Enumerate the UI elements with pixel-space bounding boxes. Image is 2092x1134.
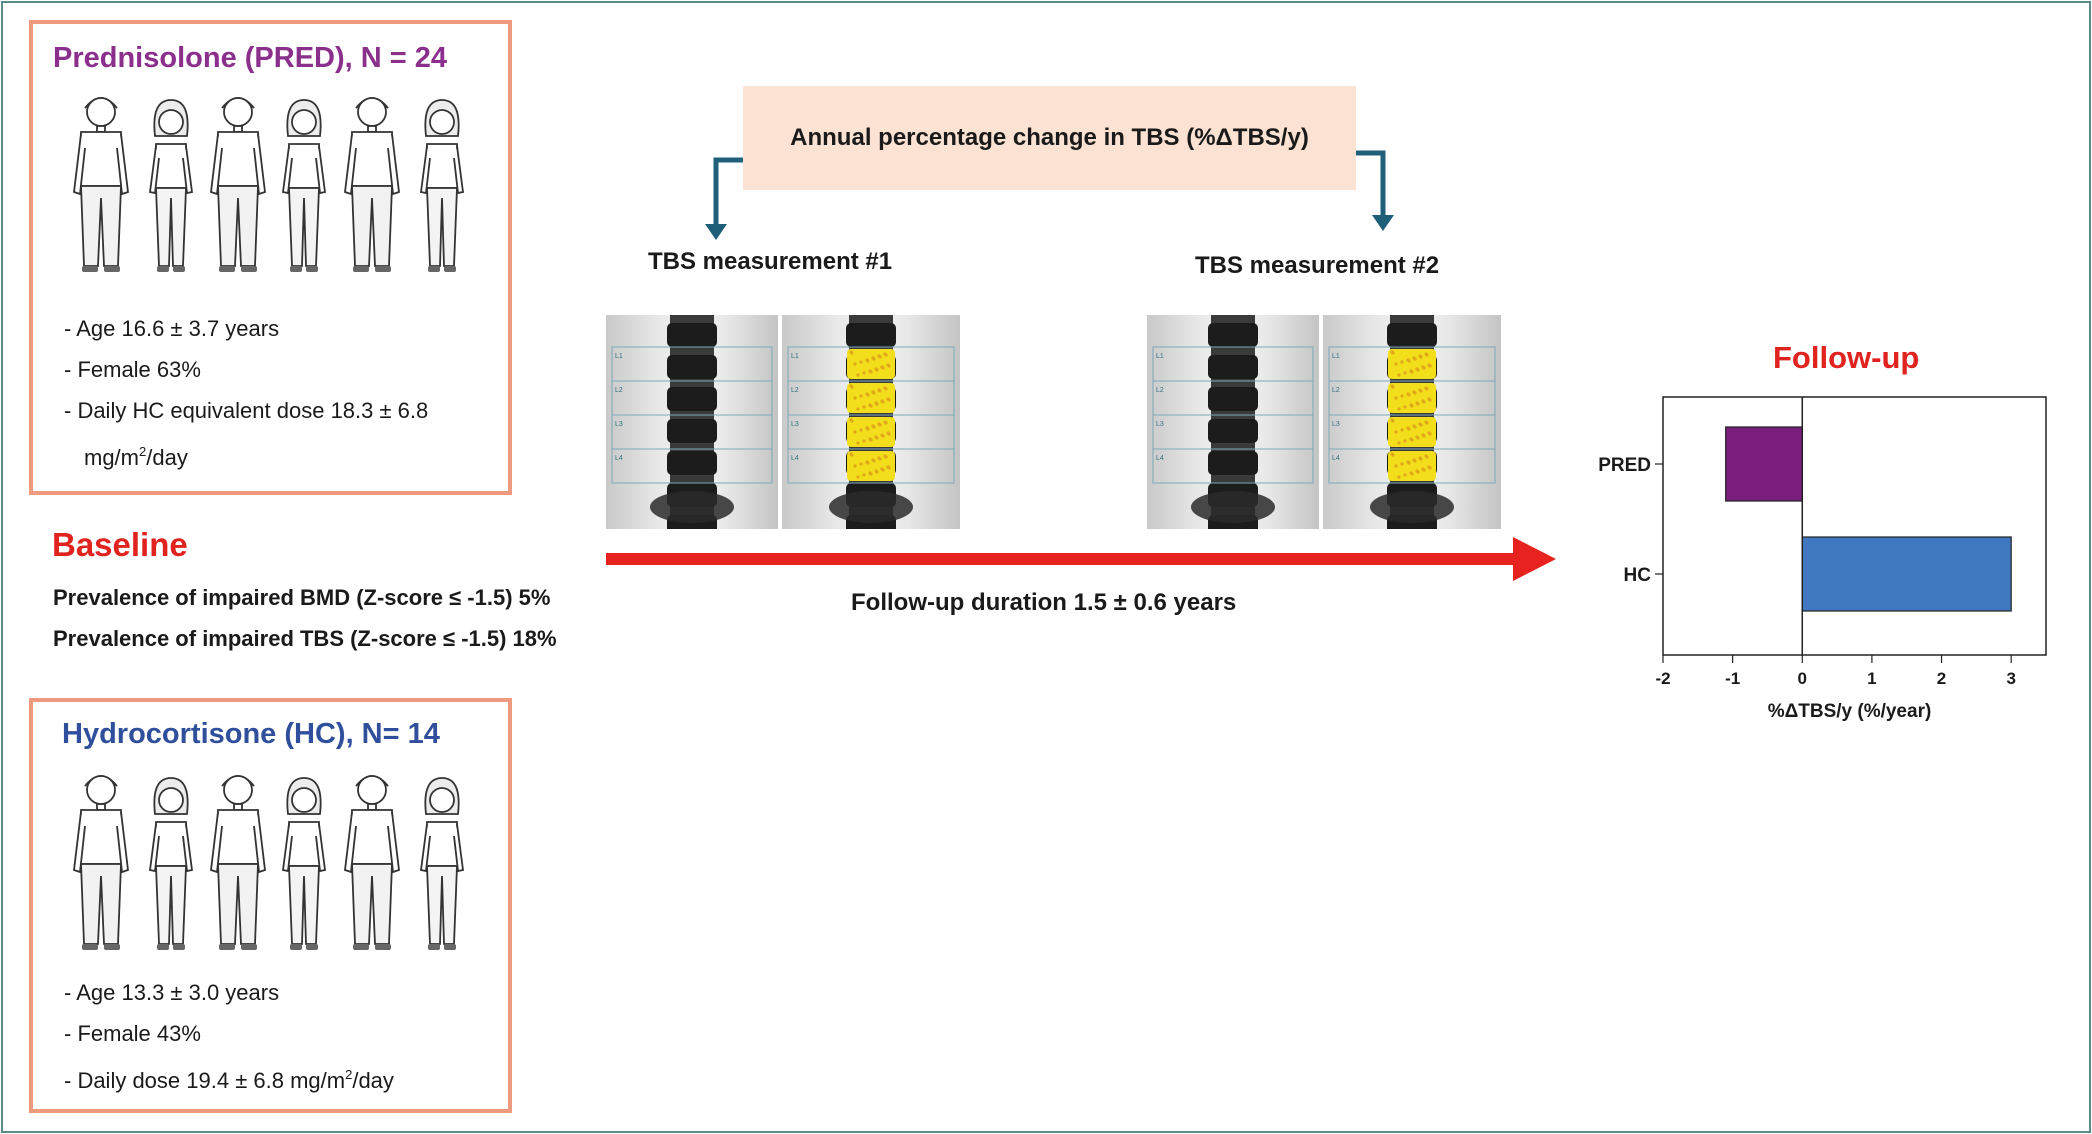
pred-female: - Female 63% [64,357,201,382]
followup-duration-label: Follow-up duration 1.5 ± 0.6 years [851,589,1237,616]
y-tick-label: PRED [1598,455,1651,476]
bracket-arrow-left [713,157,743,228]
pred-dose-line1: - Daily HC equivalent dose 18.3 ± 6.8 [64,398,429,423]
baseline-title: Baseline [52,526,188,563]
boy-figure [210,97,266,272]
hc-details-list: - Age 13.3 ± 3.0 years - Female 43% - Da… [64,972,394,1101]
pred-dose-line2: mg/m2/day [84,444,188,470]
x-tick-label: 3 [2006,669,2015,688]
girl-figure [148,777,194,950]
x-tick-label: 0 [1798,669,1807,688]
y-tick-label: HC [1624,565,1652,586]
vertebra-label: L3 [615,421,623,428]
vertebra-label: L1 [1332,353,1340,360]
vertebra-label: L3 [1332,421,1340,428]
vertebra-label: L2 [1332,387,1340,394]
hc-dose: - Daily dose 19.4 ± 6.8 mg/m2/day [64,1067,394,1093]
hc-age: - Age 13.3 ± 3.0 years [64,980,280,1005]
bracket-arrow-right [1356,150,1386,219]
hc-female: - Female 43% [64,1021,201,1046]
hc-people-illustration [73,775,465,950]
pred-age: - Age 16.6 ± 3.7 years [64,316,280,341]
girl-figure [148,99,194,272]
x-tick-label: 2 [1937,669,1946,688]
tbs-measurement-1-label: TBS measurement #1 [648,248,893,275]
bar-pred [1725,426,1803,502]
boy-figure [210,775,266,950]
girl-figure [281,777,327,950]
x-tick-label: -1 [1725,669,1740,688]
vertebra-label: L4 [1156,455,1164,462]
hc-group-title: Hydrocortisone (HC), N= 14 [62,718,440,750]
chart-plot-area [1662,396,2047,656]
pred-people-illustration [73,97,465,272]
pred-group-title: Prednisolone (PRED), N = 24 [53,42,448,74]
girl-figure [281,99,327,272]
hc-group-box: Hydrocortisone (HC), N= 14 - Age 13.3 ± … [29,698,512,1113]
arrow-head-right [1372,215,1394,231]
vertebra-label: L3 [1156,421,1164,428]
timeline-arrow-shaft [606,553,1518,565]
timeline-arrow-head [1513,537,1556,581]
followup-bar-chart: PRED HC -2 -1 0 1 2 3 %ΔTBS/y (%/year) [1598,396,2047,722]
baseline-tbs-prevalence: Prevalence of impaired TBS (Z-score ≤ -1… [53,626,557,651]
vertebra-label: L3 [791,421,799,428]
boy-figure [73,775,129,950]
vertebra-label: L1 [615,353,623,360]
tbs-measurement-2-label: TBS measurement #2 [1195,252,1440,279]
bar-hc [1801,536,2012,612]
chart-title: Follow-up [1773,340,1920,375]
vertebra-label: L4 [791,455,799,462]
vertebra-label: L1 [791,353,799,360]
vertebra-label: L4 [615,455,623,462]
pred-details-list: - Age 16.6 ± 3.7 years - Female 63% - Da… [64,308,428,478]
baseline-bmd-prevalence: Prevalence of impaired BMD (Z-score ≤ -1… [53,585,551,610]
boy-figure [73,97,129,272]
boy-figure [344,775,400,950]
x-tick-label: 1 [1867,669,1876,688]
vertebra-label: L2 [1156,387,1164,394]
girl-figure [419,777,465,950]
boy-figure [344,97,400,272]
girl-figure [419,99,465,272]
arrow-head-left [705,224,727,240]
vertebra-label: L1 [1156,353,1164,360]
pred-group-box: Prednisolone (PRED), N = 24 - Age 16.6 ±… [29,20,512,495]
annual-change-box: Annual percentage change in TBS (%ΔTBS/y… [743,86,1356,190]
x-tick-label: -2 [1655,669,1670,688]
vertebra-label: L4 [1332,455,1340,462]
x-axis-label: %ΔTBS/y (%/year) [1768,701,1932,722]
vertebra-label: L2 [615,387,623,394]
vertebra-label: L2 [791,387,799,394]
